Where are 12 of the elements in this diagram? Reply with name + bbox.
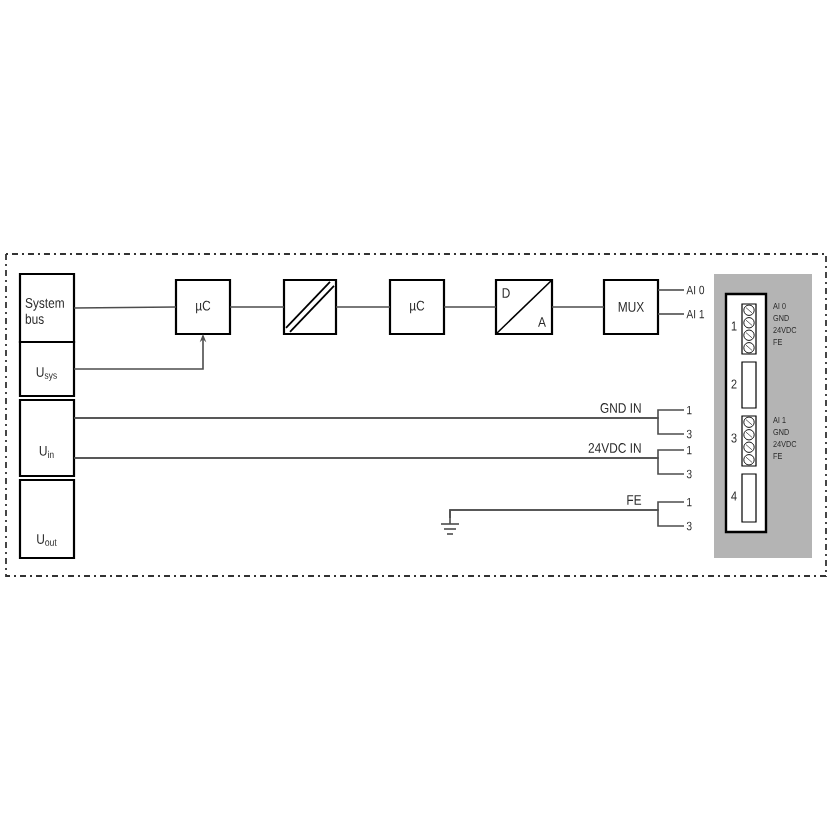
connector-line: [73, 306, 177, 309]
isolation-box: [282, 278, 338, 336]
connector-line: [657, 289, 685, 291]
ground-symbol: [440, 517, 460, 535]
connector-line: [229, 306, 285, 308]
connector-line: [449, 509, 685, 527]
connector-line: [73, 417, 685, 435]
connector-line: [657, 313, 685, 315]
connector-line: [335, 306, 391, 308]
connector-line: [73, 457, 685, 475]
connector-line: [551, 306, 605, 308]
connector-line: [443, 306, 497, 308]
